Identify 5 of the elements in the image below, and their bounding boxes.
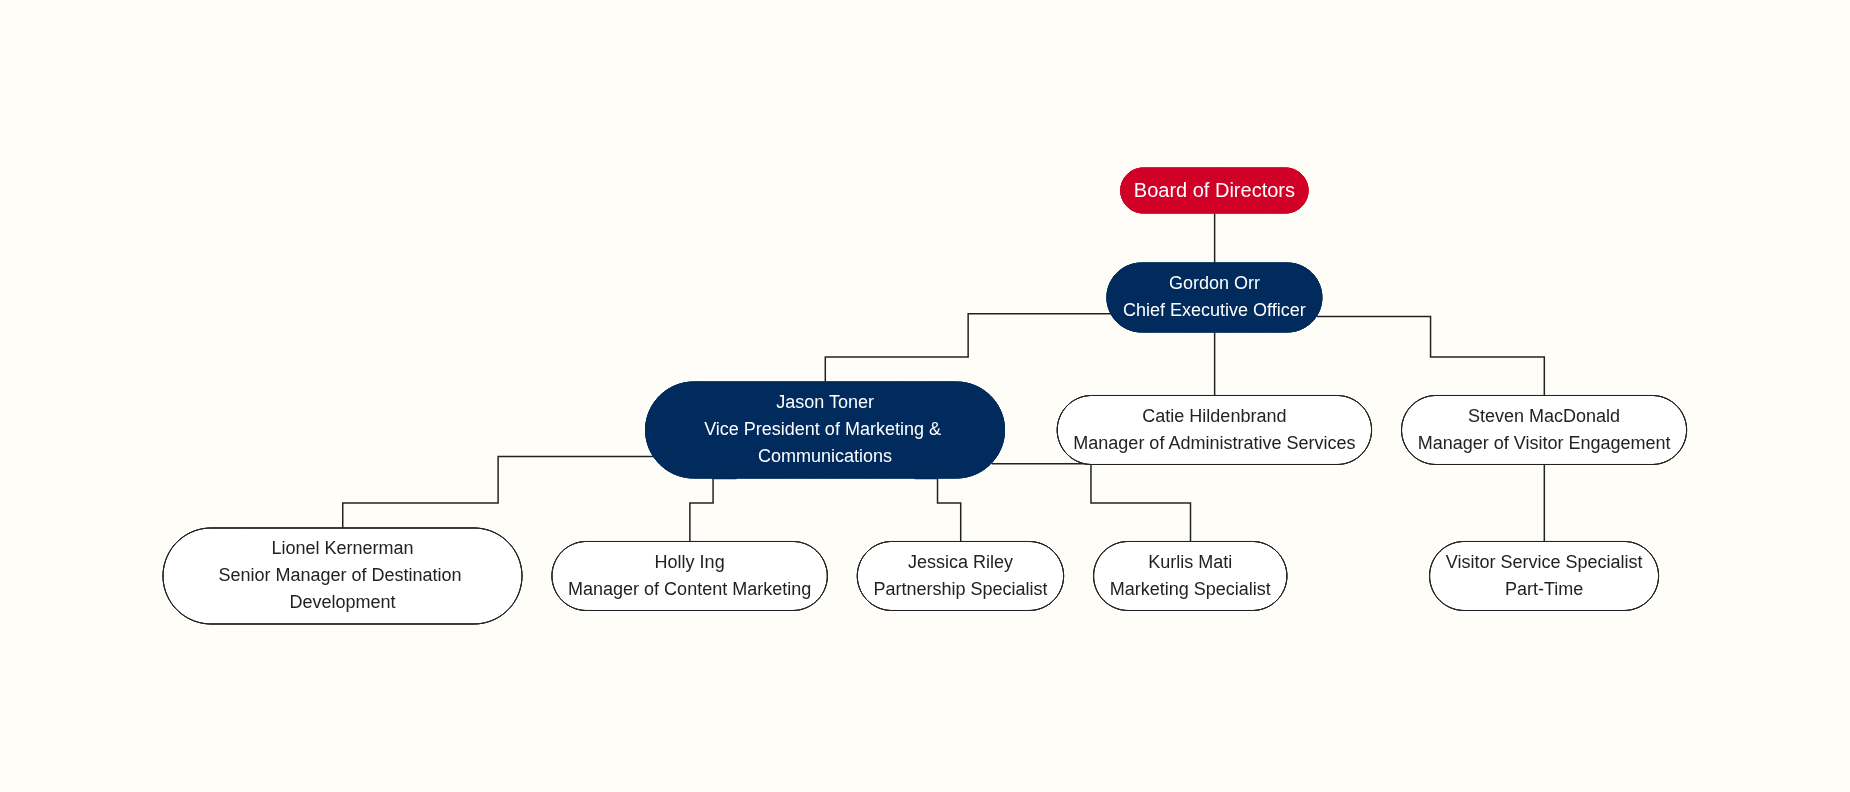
connector <box>1214 331 1216 397</box>
connector <box>1543 464 1546 543</box>
connector <box>1316 315 1546 397</box>
connector <box>991 462 1192 543</box>
connector <box>1214 212 1216 265</box>
